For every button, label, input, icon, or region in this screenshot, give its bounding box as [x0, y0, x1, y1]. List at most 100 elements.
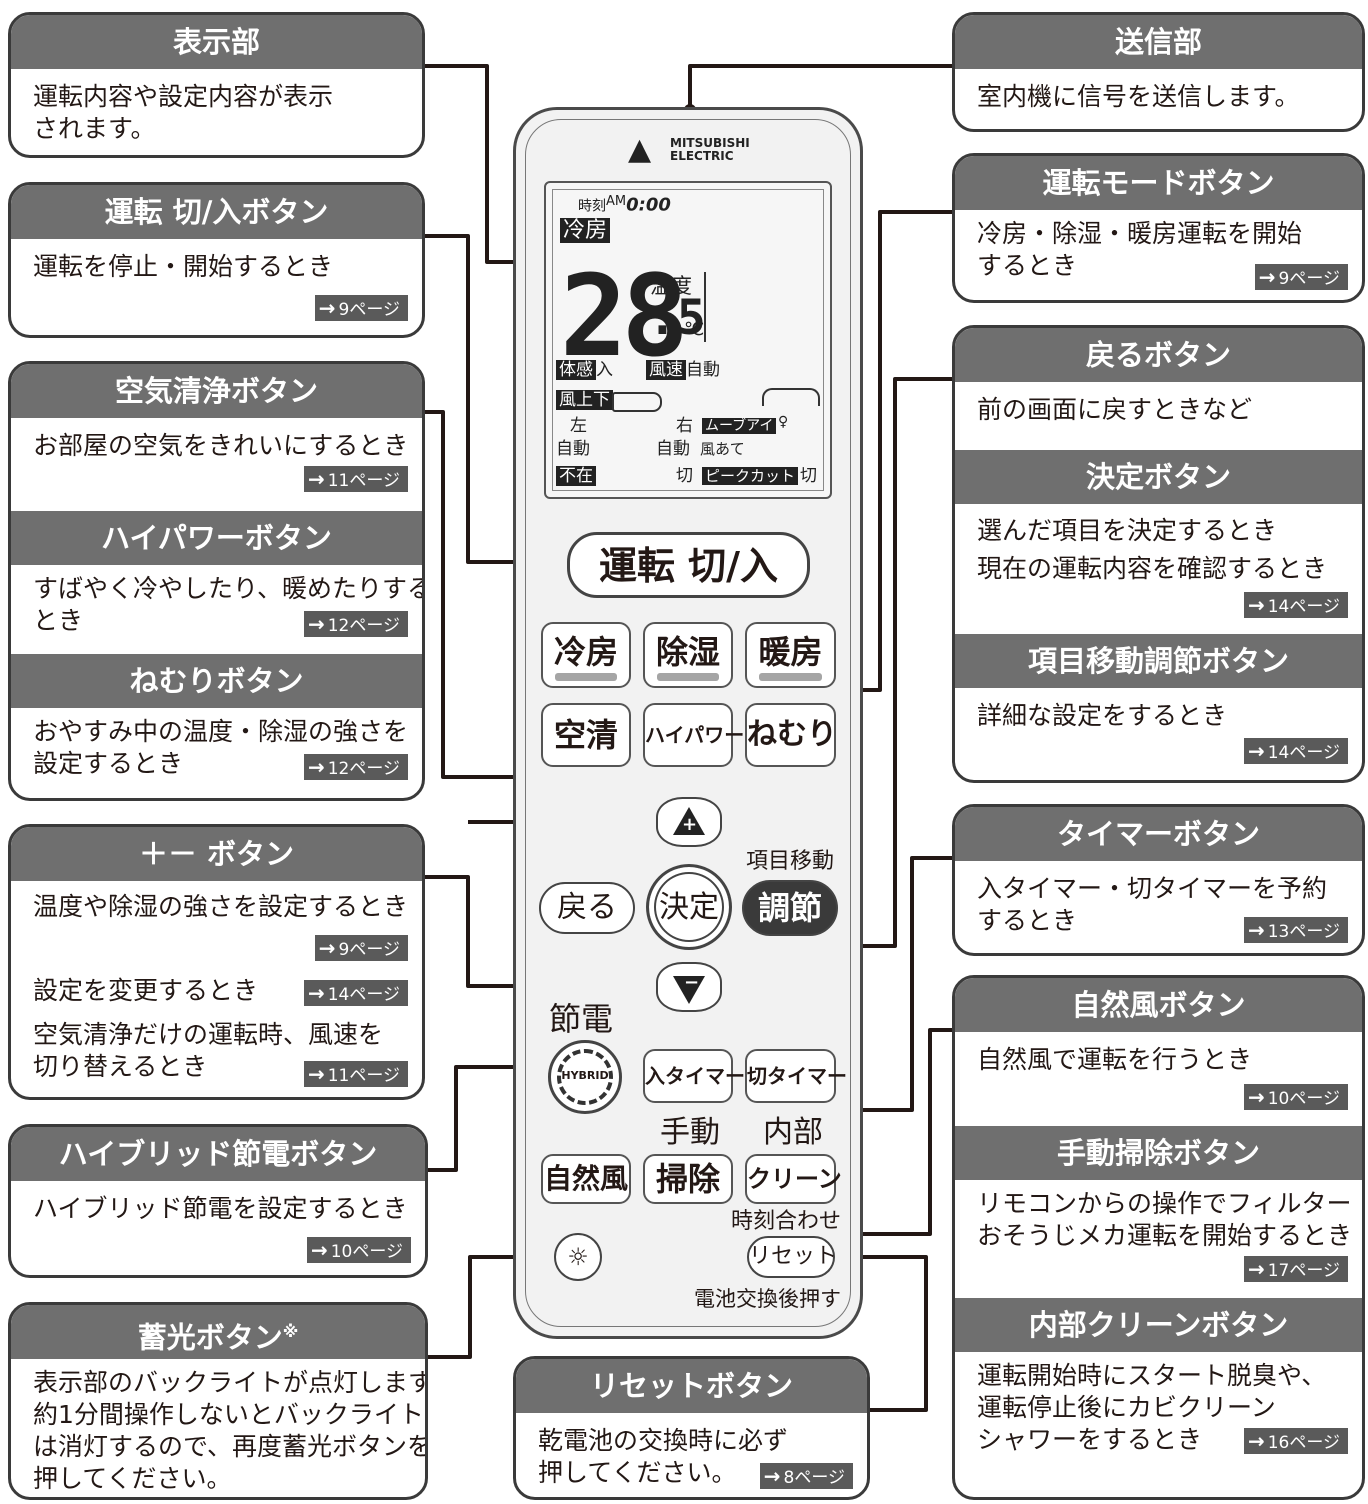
- page-ref: →10ページ: [1243, 1084, 1348, 1110]
- lcd-temp-label: 温度: [650, 274, 692, 298]
- back-button[interactable]: 戻る: [539, 882, 635, 934]
- callout-title: 決定ボタン: [955, 450, 1362, 504]
- lcd-fujoge: 風上下: [556, 390, 613, 410]
- page-ref: →11ページ: [303, 1061, 408, 1087]
- heat-button[interactable]: 暖房: [745, 622, 836, 688]
- callout-title: 蓄光ボタン: [137, 1320, 283, 1355]
- natural-wind-button[interactable]: 自然風: [541, 1154, 631, 1204]
- callout-desc: 運転停止後にカビクリーン: [977, 1393, 1276, 1422]
- callout-desc: されます。: [33, 114, 156, 143]
- callout-desc: お部屋の空気をきれいにするとき: [33, 431, 409, 460]
- lcd-move-eye: ムーブアイ: [702, 416, 777, 436]
- callout-desc: 運転を停止・開始するとき: [33, 252, 334, 281]
- arrow-right-icon: →: [1247, 918, 1265, 942]
- arrow-right-icon: →: [1247, 1257, 1265, 1281]
- callout-title: ねむりボタン: [11, 654, 422, 708]
- callout-title: 運転 切/入ボタン: [11, 185, 422, 239]
- high-power-button[interactable]: ハイパワー: [643, 703, 744, 767]
- reset-button[interactable]: リセット: [747, 1236, 837, 1278]
- callout-desc: 自然風で運転を行うとき: [977, 1045, 1253, 1074]
- callout-desc: 空気清浄だけの運転時、風速を: [33, 1020, 384, 1049]
- callout-title: タイマーボタン: [955, 807, 1362, 861]
- cool-button[interactable]: 冷房: [541, 622, 631, 688]
- louver-icon: [612, 392, 662, 412]
- callout-title: 項目移動調節ボタン: [955, 634, 1362, 688]
- arrow-right-icon: →: [1247, 1085, 1265, 1109]
- callout-desc: 現在の運転内容を確認するとき: [977, 554, 1328, 583]
- sleep-button[interactable]: ねむり: [745, 703, 837, 767]
- lcd-right: 右: [676, 416, 693, 436]
- three-diamonds-icon: ▲: [628, 132, 652, 167]
- power-button[interactable]: 運転 切/入: [567, 532, 810, 598]
- arrow-right-icon: →: [1247, 739, 1265, 763]
- callout-group-nav: 戻るボタン 前の画面に戻すときなど 決定ボタン 選んだ項目を決定するとき 現在の…: [952, 325, 1365, 783]
- callout-desc: ハイブリッド節電を設定するとき: [33, 1194, 408, 1223]
- arrow-right-icon: →: [307, 981, 325, 1005]
- minus-icon: [673, 976, 705, 1004]
- callout-title: ハイパワーボタン: [11, 511, 422, 565]
- callout-desc: 約1分間操作しないとバックライト: [33, 1400, 424, 1429]
- callout-desc: おやすみ中の温度・除湿の強さを: [33, 717, 409, 746]
- callout-title: リセットボタン: [516, 1359, 867, 1413]
- callout-desc: 運転開始時にスタート脱臭や、: [977, 1361, 1327, 1390]
- dry-button[interactable]: 除湿: [643, 622, 733, 688]
- air-clean-button[interactable]: 空清: [541, 703, 631, 767]
- lcd-peak-cut: ピークカット: [702, 466, 799, 486]
- arrow-right-icon: →: [1247, 593, 1265, 617]
- lcd-fuzai: 不在: [556, 466, 596, 486]
- battery-label: 電池交換後押す: [694, 1287, 841, 1311]
- callout-plus-minus: ＋－ ボタン 温度や除湿の強さを設定するとき →9ページ 設定を変更するとき →…: [8, 824, 425, 1100]
- callout-desc: 詳細な設定をするとき: [977, 701, 1228, 730]
- callout-desc: 運転内容や設定内容が表示: [33, 82, 334, 111]
- callout-hybrid: ハイブリッド節電ボタン ハイブリッド節電を設定するとき →10ページ: [8, 1124, 428, 1278]
- bulb-icon: ☼: [567, 1243, 589, 1271]
- hybrid-button[interactable]: HYBRID: [548, 1040, 622, 1114]
- callout-desc: おそうじメカ運転を開始するとき: [977, 1221, 1353, 1250]
- lcd-clock-label: 時刻AM0:00: [578, 194, 671, 216]
- page-ref: →14ページ: [1243, 738, 1348, 764]
- indoor-unit-icon: [762, 388, 820, 406]
- on-timer-button[interactable]: 入タイマー: [643, 1049, 745, 1103]
- callout-mode: 運転モードボタン 冷房・除湿・暖房運転を開始 するとき →9ページ: [952, 153, 1365, 303]
- callout-title: 内部クリーンボタン: [955, 1298, 1362, 1352]
- callout-title: 表示部: [11, 15, 422, 69]
- minus-button[interactable]: −: [656, 962, 722, 1012]
- lcd-fusoku: 風速自動: [646, 360, 720, 380]
- page-ref: →9ページ: [1254, 264, 1348, 290]
- arrow-right-icon: →: [1258, 265, 1276, 289]
- remote-control-face: [525, 119, 851, 1327]
- callout-desc: 表示部のバックライトが点灯します。: [33, 1368, 428, 1397]
- callout-desc: リモコンからの操作でフィルター: [977, 1189, 1352, 1218]
- callout-desc: 設定を変更するとき: [33, 976, 259, 1005]
- arrow-right-icon: →: [763, 1464, 781, 1488]
- callout-title: 送信部: [955, 15, 1362, 69]
- item-move-label: 項目移動: [746, 849, 835, 874]
- plus-button[interactable]: +: [656, 797, 722, 847]
- time-set-label: 時刻合わせ: [731, 1209, 842, 1234]
- enter-button[interactable]: 決定: [646, 864, 732, 950]
- page-ref: →9ページ: [314, 935, 408, 961]
- callout-desc: シャワーをするとき: [977, 1425, 1203, 1454]
- manual-clean-button[interactable]: 掃除: [643, 1154, 733, 1204]
- adjust-button[interactable]: 調節: [742, 880, 838, 936]
- callout-desc: 冷房・除湿・暖房運転を開始: [977, 219, 1303, 248]
- setsuden-label: 節電: [549, 1000, 614, 1038]
- callout-desc: するとき: [977, 251, 1078, 280]
- callout-display: 表示部 運転内容や設定内容が表示 されます。: [8, 12, 425, 158]
- page-ref: →12ページ: [303, 611, 408, 637]
- internal-clean-button[interactable]: クリーン: [745, 1154, 842, 1204]
- callout-title: 手動掃除ボタン: [955, 1126, 1362, 1180]
- callout-desc: 室内機に信号を送信します。: [977, 82, 1300, 111]
- lcd-taikan: 体感入: [556, 360, 613, 380]
- page-ref: →8ページ: [759, 1463, 853, 1489]
- callout-desc: は消灯するので、再度蓄光ボタンを: [33, 1432, 428, 1461]
- page-ref: →10ページ: [306, 1237, 411, 1263]
- hybrid-arrows-icon: [557, 1049, 613, 1105]
- light-button[interactable]: ☼: [554, 1233, 602, 1281]
- page-ref: →17ページ: [1243, 1256, 1348, 1282]
- callout-desc: 温度や除湿の強さを設定するとき: [33, 892, 409, 921]
- arrow-right-icon: →: [307, 612, 325, 636]
- off-timer-button[interactable]: 切タイマー: [745, 1049, 847, 1103]
- callout-desc: 入タイマー・切タイマーを予約: [977, 874, 1328, 903]
